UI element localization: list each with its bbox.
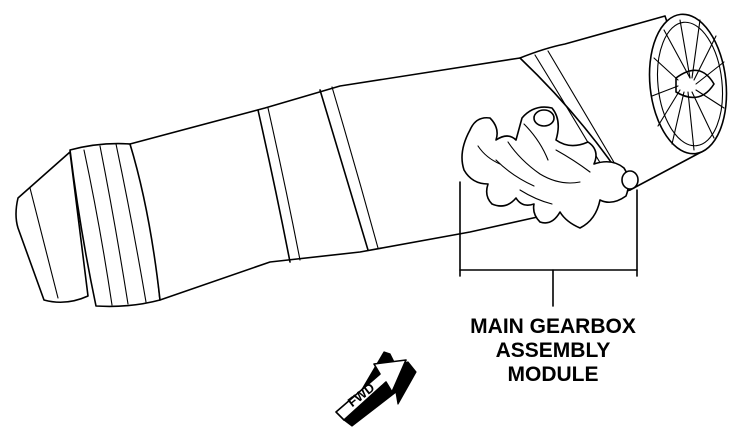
casing-joint-1: [257, 109, 291, 263]
gearbox-assembly: [461, 106, 639, 229]
engine-outline: [15, 15, 706, 308]
callout-line-1: MAIN GEARBOX: [470, 315, 636, 338]
callout-label: MAIN GEARBOX ASSEMBLY MODULE: [470, 315, 636, 386]
callout-bracket: [459, 181, 638, 307]
callout-line-2: ASSEMBLY: [496, 339, 611, 362]
fwd-arrow-icon: FWD: [335, 351, 417, 427]
fan-face: [648, 13, 728, 155]
casing-joint-2: [319, 89, 369, 251]
exhaust-cone: [15, 151, 89, 304]
callout-line-3: MODULE: [508, 363, 599, 386]
